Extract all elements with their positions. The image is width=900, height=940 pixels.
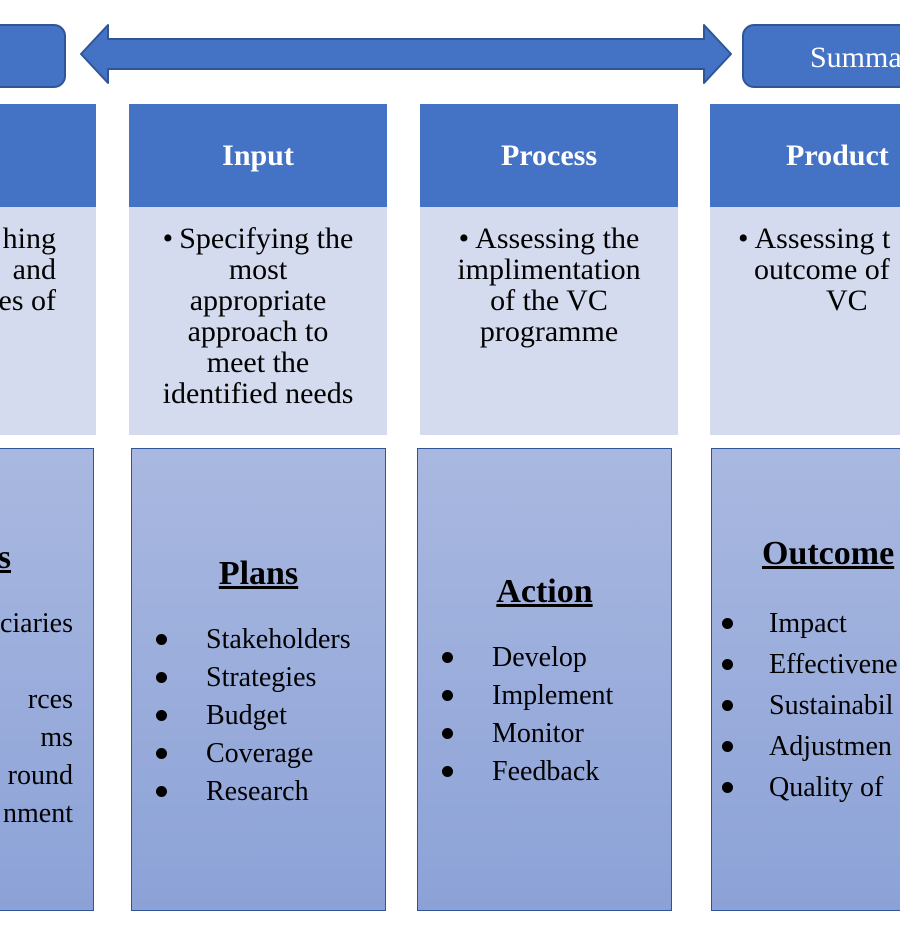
desc-input-line: most [228,253,288,286]
list-item: Implement [418,677,613,715]
bullet-icon [722,700,733,711]
desc-context: hing and es of [0,207,96,435]
card-process: Action Develop Implement Monitor Feedbac… [417,448,672,911]
card-process-title: Action [496,573,593,610]
desc-product-line: •Assessing t [738,223,890,254]
list-item: Coverage [132,735,351,773]
list-item: round [7,760,73,791]
list-item: Sustainabil [712,685,898,726]
desc-process-line: implimentation [457,253,641,286]
list-item-label: Coverage [206,738,314,769]
desc-product: •Assessing t outcome of VC [710,207,900,435]
bullet-icon [156,710,167,721]
desc-context-line: es of [0,284,56,317]
bullet-icon [442,652,453,663]
desc-product-line: outcome of [754,253,890,286]
top-right-label: Summa [810,41,900,74]
top-left-label-box [0,24,66,88]
bullet-icon [722,618,733,629]
list-item: ms [40,722,73,753]
header-context: xt [0,104,96,207]
list-item: Develop [418,639,613,677]
desc-product-line: VC [826,284,868,317]
list-item: Quality of [712,767,898,808]
list-item: rces [27,684,73,715]
header-process-label: Process [500,138,598,172]
list-item: Budget [132,697,351,735]
bullet-icon [442,690,453,701]
list-item [0,643,73,681]
header-process: Process [420,104,678,207]
list-item: Feedback [418,753,613,791]
list-item-label: Budget [206,700,287,731]
card-context-list: ciaries rces ms round nment [0,605,73,833]
list-item: nment [3,798,73,829]
bullet-icon [156,634,167,645]
bullet-icon [722,659,733,670]
bullet-icon [156,786,167,797]
card-context-title: s [0,539,11,577]
card-product-title: Outcome [762,535,895,572]
card-input-list: Stakeholders Strategies Budget Coverage … [132,621,351,811]
desc-product-text: Assessing t [754,222,891,255]
header-product: Product [710,104,900,207]
list-item-label: Impact [769,608,847,639]
list-item: Monitor [418,715,613,753]
list-item: Research [132,773,351,811]
card-input-title: Plans [218,555,299,592]
desc-process: •Assessing the implimentation of the VC … [420,207,678,435]
bullet-icon [722,741,733,752]
card-product-list: Impact Effectivene Sustainabil Adjustmen… [712,603,898,808]
list-item-label: Develop [492,642,587,673]
bullet-icon: • [458,222,470,255]
card-process-list: Develop Implement Monitor Feedback [418,639,613,791]
bullet-icon [156,748,167,759]
list-item: Effectivene [712,644,898,685]
list-item-label: Strategies [206,662,317,693]
header-input: Input [129,104,387,207]
list-item: ciaries [0,608,73,639]
bullet-icon [156,672,167,683]
header-product-label: Product [786,138,889,172]
desc-input-line: meet the [206,346,310,379]
list-item-label: Effectivene [769,649,898,680]
bullet-icon [722,782,733,793]
list-item-label: Adjustmen [769,731,892,762]
desc-input-line: •Specifying the [129,223,387,254]
desc-context-line: and [12,253,56,286]
desc-process-text: Assessing the [475,222,640,255]
top-right-label-box: Summa [742,24,900,88]
card-context: s ciaries rces ms round nment [0,448,94,911]
list-item-label: Implement [492,680,614,711]
desc-input-line: appropriate [189,284,327,317]
desc-process-line: of the VC [490,284,608,317]
desc-input-line: approach to [187,315,329,348]
bullet-icon: • [162,222,174,255]
desc-input-text: Specifying the [179,222,354,255]
list-item: Stakeholders [132,621,351,659]
bullet-icon [442,728,453,739]
desc-context-line: hing [2,222,56,255]
desc-process-line: •Assessing the [420,223,678,254]
card-product: Outcome Impact Effectivene Sustainabil A… [711,448,900,911]
list-item-label: Quality of [769,772,884,803]
desc-process-line: programme [479,315,619,348]
bullet-icon: • [738,222,749,255]
list-item: Impact [712,603,898,644]
list-item: Adjustmen [712,726,898,767]
list-item-label: Monitor [492,718,584,749]
list-item-label: Feedback [492,756,600,787]
header-input-label: Input [222,138,294,172]
desc-input: •Specifying the most appropriate approac… [129,207,387,435]
list-item-label: Sustainabil [769,690,894,721]
list-item: Strategies [132,659,351,697]
list-item-label: Stakeholders [206,624,351,655]
list-item-label: Research [206,776,309,807]
card-input: Plans Stakeholders Strategies Budget Cov… [131,448,386,911]
bullet-icon [442,766,453,777]
double-arrow-icon [80,24,732,84]
desc-input-line: identified needs [162,377,354,410]
